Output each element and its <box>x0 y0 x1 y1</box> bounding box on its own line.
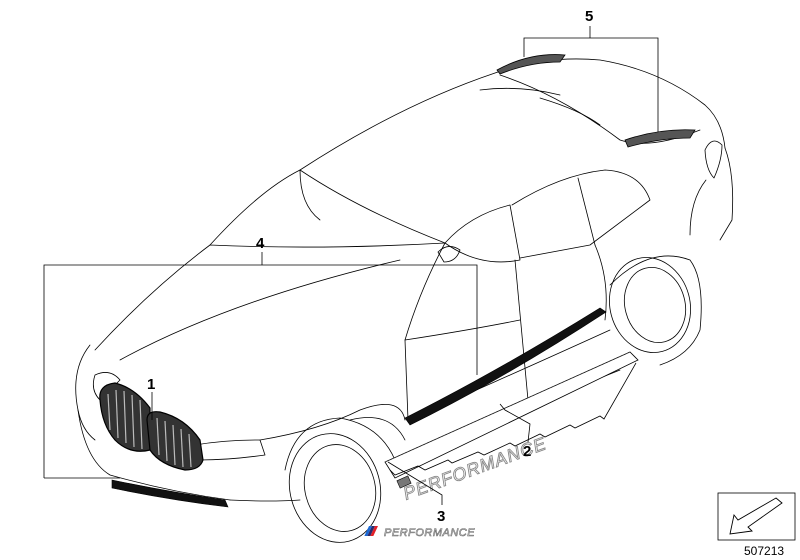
kidney-grille-right <box>146 411 204 471</box>
headlight-right <box>194 439 266 461</box>
callout-1: 1 <box>147 376 155 393</box>
callout-4: 4 <box>256 235 265 252</box>
front-wheel <box>288 433 382 543</box>
tail-light <box>704 140 723 179</box>
callout-5-bracket <box>523 26 659 132</box>
callout-5: 5 <box>585 8 593 25</box>
roof-spoiler-parts <box>496 54 696 148</box>
side-skirt <box>384 351 639 489</box>
callout-2: 2 <box>523 443 531 460</box>
kidney-grille <box>99 382 204 471</box>
decal-sample-text: PERFORMANCE <box>384 527 475 539</box>
callout-2-leader <box>499 403 531 443</box>
roof-spoiler-left <box>496 54 566 75</box>
rear-window <box>499 74 701 144</box>
roof-outline <box>299 58 726 171</box>
roof-spoiler-right <box>624 129 696 148</box>
windscreen <box>209 169 446 246</box>
m-stripes-logo-icon <box>364 526 378 536</box>
callout-3-leader <box>387 461 443 505</box>
view-direction-arrow-icon[interactable] <box>717 492 796 541</box>
side-window-front <box>444 204 521 263</box>
document-number: 507213 <box>744 544 784 558</box>
side-window-rear <box>511 169 651 259</box>
door-side-blade <box>404 307 607 426</box>
side-mirror <box>437 246 461 263</box>
decal-sample: PERFORMANCE <box>364 526 475 539</box>
callout-3: 3 <box>437 508 445 525</box>
rear-wheel <box>609 257 691 353</box>
callout-4-bracket <box>43 252 478 479</box>
hood <box>94 242 446 351</box>
front-splitter <box>111 479 229 508</box>
door-split <box>514 259 529 401</box>
